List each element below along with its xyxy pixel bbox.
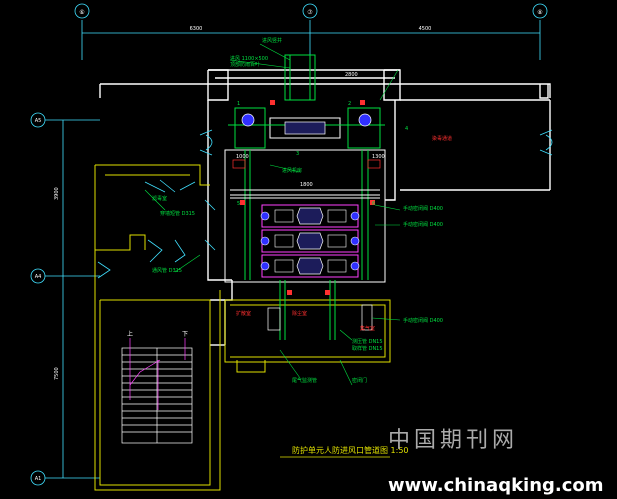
leaders	[144, 43, 401, 386]
grid-label-2: ⑦	[307, 9, 313, 16]
valve-icon	[325, 290, 330, 295]
label-dim-1000: 1000	[236, 154, 249, 160]
watermark-url: www.chinaqking.com	[388, 475, 604, 496]
grid-bubble	[30, 112, 46, 128]
label-dim-2800: 2800	[345, 72, 358, 78]
valve-icon	[287, 290, 292, 295]
filter-body	[296, 232, 324, 250]
label-note-4: 密闭门	[352, 377, 367, 384]
label-valve-3: 手动密闭阀 D400	[403, 317, 443, 324]
stair-up-label: 上	[127, 330, 133, 338]
grid-bubble	[74, 3, 90, 19]
valve-icon	[270, 100, 275, 105]
tag-5: 5	[237, 201, 240, 207]
fan-icon	[241, 113, 255, 127]
label-fan-room: 进风机房	[282, 167, 302, 174]
filter-node	[350, 261, 360, 271]
filter-node	[260, 236, 270, 246]
filter-node	[260, 261, 270, 271]
top-axis	[74, 3, 548, 60]
label-valve-1: 手动密闭阀 D400	[403, 205, 443, 212]
grid-label-1: ⑥	[79, 9, 84, 16]
stairs	[121, 338, 193, 444]
label-dim-1800: 1800	[300, 182, 313, 188]
label-note-3: 尾气监测管	[292, 377, 317, 384]
label-pipe-2: 通风管 D315	[152, 267, 182, 274]
grid-label-a5: A5	[35, 118, 42, 124]
valve-icon	[367, 159, 381, 169]
grid-label-3: ⑧	[537, 9, 542, 16]
label-room-a: 扩散室	[236, 310, 251, 317]
tag-4: 4	[405, 126, 408, 132]
fitting	[361, 304, 373, 331]
dim-top-1: 6300	[190, 26, 203, 32]
dim-top-2: 4500	[419, 26, 432, 32]
grid-bubble	[532, 3, 548, 19]
tag-1: 1	[237, 101, 240, 107]
red-valves	[240, 100, 375, 295]
left-axis	[30, 112, 100, 486]
drawing-title: 防护单元人防进风口管道图 1:50	[292, 445, 409, 455]
dim-left-1: 3900	[54, 187, 60, 200]
filter-node	[260, 211, 270, 221]
label-dim-1300: 1300	[372, 154, 385, 160]
filter-units	[260, 204, 360, 278]
label-filter-room: 滤毒室	[152, 195, 167, 202]
label-room-c: 集气室	[360, 325, 375, 332]
tag-2: 2	[348, 101, 351, 107]
grid-label-a4: A4	[35, 274, 42, 280]
filter-body	[296, 207, 324, 225]
filter-box	[274, 259, 294, 273]
grid-label-a1: A1	[35, 476, 42, 482]
filter-box	[274, 209, 294, 223]
filter-box	[327, 209, 347, 223]
valve-icon	[360, 100, 365, 105]
valve-icon	[240, 200, 245, 205]
fan-body	[284, 121, 326, 135]
fan-units	[232, 113, 381, 331]
filter-box	[327, 259, 347, 273]
filter-box	[274, 234, 294, 248]
grid-bubble	[302, 3, 318, 19]
walls	[99, 69, 551, 346]
label-shaft-top2: 顶部防雨百叶	[230, 61, 260, 68]
label-room-b: 除尘室	[292, 310, 307, 317]
annotations: 进风竖井 进风 1100×500 顶部防雨百叶 2800 1000 1300 1…	[152, 37, 452, 384]
dim-left-2: 7500	[54, 367, 60, 380]
duct-system	[224, 54, 386, 340]
label-right-room: 染毒通道	[432, 135, 452, 142]
grid-bubble	[30, 470, 46, 486]
label-note-1: 测压管 DN15	[352, 338, 383, 345]
label-shaft-top: 进风 1100×500	[230, 55, 268, 62]
door-swings	[97, 129, 553, 279]
filter-node	[350, 211, 360, 221]
label-air-inlet: 进风竖井	[262, 37, 282, 44]
grid-bubble	[30, 268, 46, 284]
fitting	[267, 307, 281, 331]
stair-down-label: 下	[182, 331, 188, 338]
valve-icon	[232, 159, 246, 169]
tag-3: 3	[296, 151, 299, 157]
label-note-2: 取样管 DN15	[352, 345, 383, 352]
label-pipe-1: 穿墙短管 D315	[160, 210, 195, 217]
valve-icon	[370, 200, 375, 205]
label-valve-2: 手动密闭阀 D400	[403, 221, 443, 228]
tag-6: 6	[372, 201, 375, 207]
filter-box	[327, 234, 347, 248]
fan-icon	[358, 113, 372, 127]
watermark-cn: 中国期刊网	[388, 428, 518, 453]
filter-node	[350, 236, 360, 246]
filter-body	[296, 257, 324, 275]
